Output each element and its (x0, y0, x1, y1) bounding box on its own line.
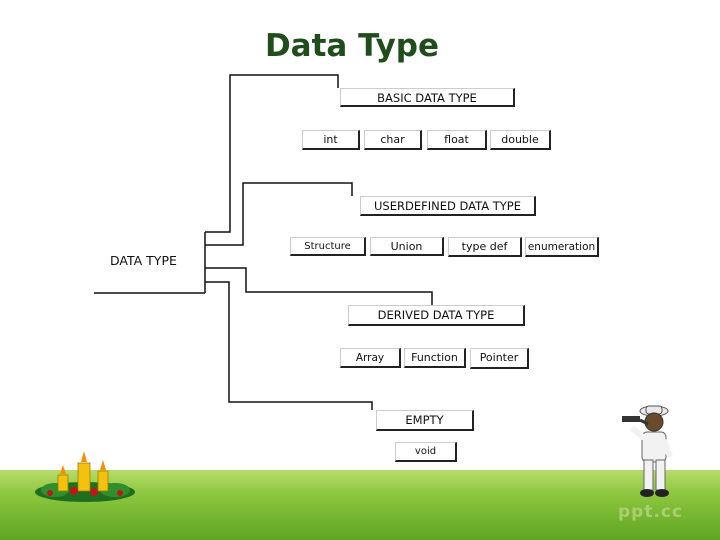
derived-item-function: Function (404, 348, 466, 368)
empty-node: EMPTY (376, 410, 474, 431)
derived-item-array: Array (340, 348, 401, 368)
grass-background (0, 470, 720, 540)
slide-title: Data Type (264, 28, 440, 64)
basic-data-type-node: BASIC DATA TYPE (340, 88, 515, 107)
root-node: DATA TYPE (110, 253, 177, 268)
userdefined-item-enumeration: enumeration (525, 237, 599, 257)
userdefined-item-union: Union (370, 237, 444, 256)
watermark-text: ppt.cc (618, 502, 684, 522)
candles-clipart (35, 451, 135, 502)
userdefined-data-type-node: USERDEFINED DATA TYPE (360, 196, 536, 216)
derived-data-type-node: DERIVED DATA TYPE (348, 305, 525, 326)
empty-item-void: void (395, 442, 457, 462)
basic-item-int: int (302, 130, 360, 150)
userdefined-item-structure: Structure (290, 237, 366, 256)
derived-item-pointer: Pointer (470, 348, 529, 369)
basic-item-double: double (490, 130, 551, 150)
photographer-figure-clipart (622, 405, 673, 497)
basic-item-float: float (427, 130, 487, 150)
userdefined-item-typedef: type def (448, 237, 522, 257)
basic-item-char: char (364, 130, 422, 150)
